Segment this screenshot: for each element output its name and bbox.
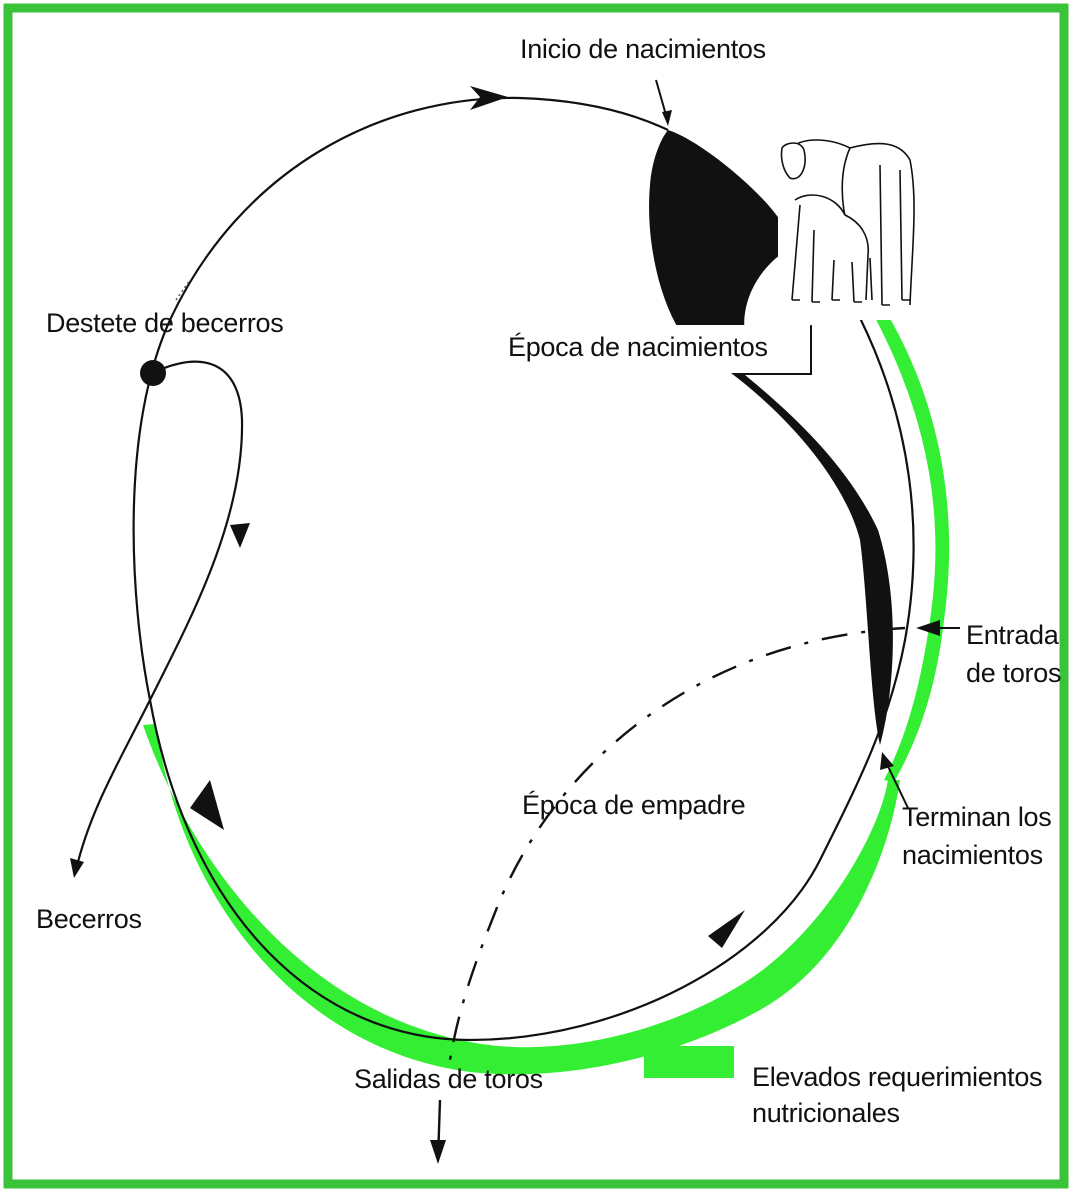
cycle-arrow-top: [470, 86, 508, 110]
legend-label-2: nutricionales: [752, 1098, 900, 1128]
cow-calf-icon: [778, 139, 920, 320]
frame-border: [3, 3, 1069, 1189]
cycle-circle: [132, 96, 915, 1042]
label-terminan-2: nacimientos: [902, 840, 1043, 870]
label-salidas-toros: Salidas de toros: [354, 1064, 543, 1094]
nutrition-band-right: [872, 308, 950, 782]
weaning-loop: [74, 360, 244, 871]
nutrition-band-bottom: [143, 724, 900, 1075]
label-entrada-toros-1: Entrada: [966, 620, 1059, 650]
label-becerros: Becerros: [36, 904, 142, 934]
label-entrada-toros-2: de toros: [966, 658, 1062, 688]
label-epoca-empadre: Época de empadre: [522, 790, 746, 820]
label-terminan-1: Terminan los: [902, 802, 1052, 832]
epoca-label-box: [498, 325, 810, 373]
label-inicio-nacimientos: Inicio de nacimientos: [520, 34, 766, 64]
cycle-arrow-bottom-left: [190, 780, 224, 830]
cycle-arrow-bottom-right: [708, 910, 745, 948]
label-destete: Destete de becerros: [46, 308, 284, 338]
birth-season-wedge: [649, 130, 893, 745]
legend-label-1: Elevados requerimientos: [752, 1062, 1043, 1092]
legend-swatch: [644, 1046, 734, 1078]
label-epoca-nacimientos: Época de nacimientos: [508, 332, 768, 362]
mating-season-dash: [448, 626, 906, 1061]
